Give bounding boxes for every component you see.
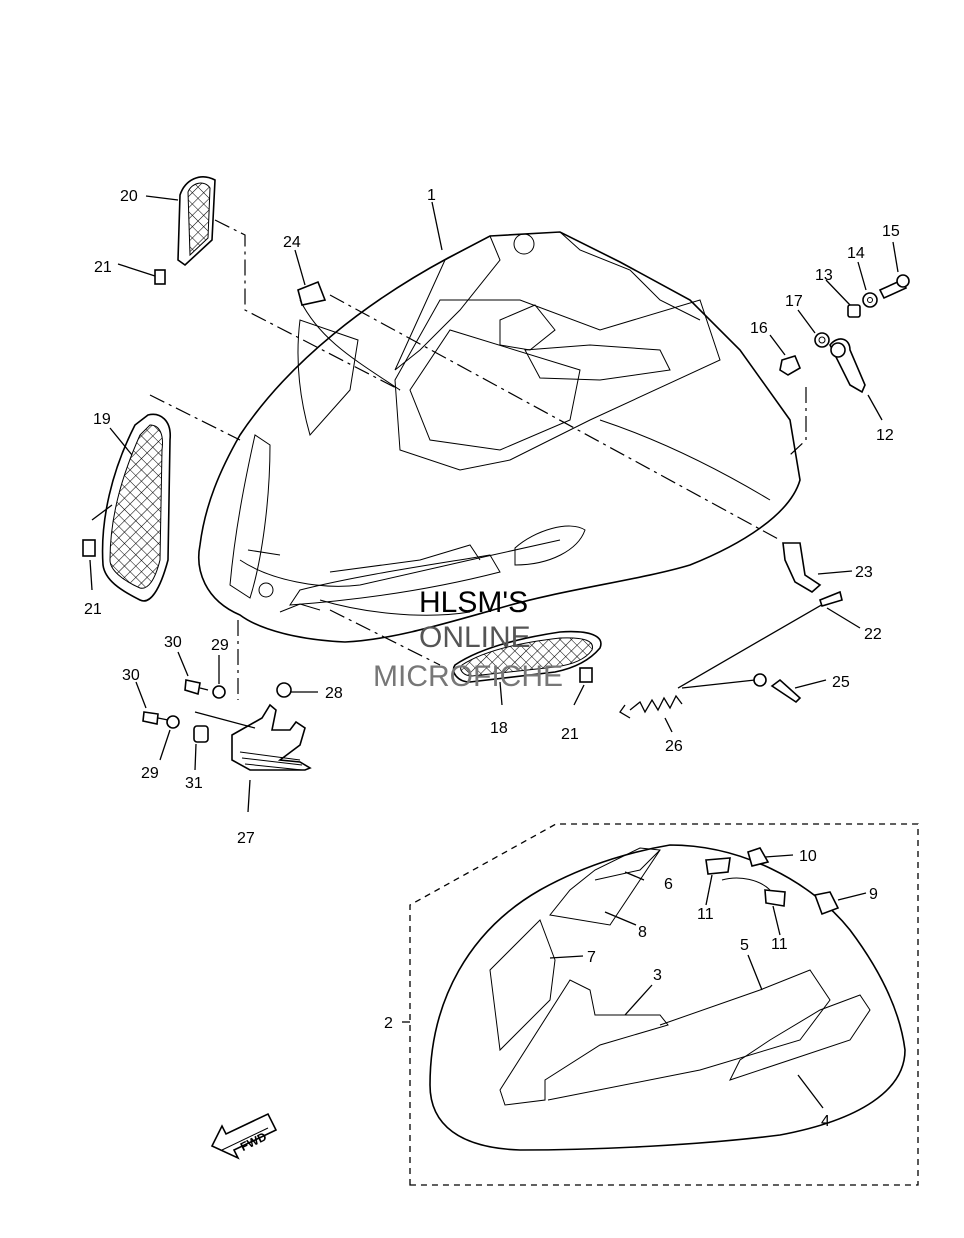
fwd-arrow-icon: FWD bbox=[210, 1112, 278, 1160]
mesh-panel-part-18 bbox=[452, 630, 602, 706]
watermark: HLSM'S ONLINE MICROFICHE bbox=[373, 586, 563, 693]
callout-31: 31 bbox=[185, 775, 203, 792]
watermark-line-2: ONLINE bbox=[419, 621, 531, 654]
callout-30-upper: 30 bbox=[164, 634, 182, 651]
callout-labels: 1 2 3 4 5 6 7 8 9 10 11 11 12 13 14 15 1… bbox=[84, 187, 900, 1130]
lower-cover-part-2 bbox=[402, 823, 919, 1186]
front-cover-part-1 bbox=[198, 231, 801, 643]
callout-15: 15 bbox=[882, 223, 900, 240]
mesh-panel-part-20 bbox=[117, 176, 216, 285]
callout-21-bottom: 21 bbox=[561, 726, 579, 743]
callout-17: 17 bbox=[785, 293, 803, 310]
callout-26: 26 bbox=[665, 738, 683, 755]
bracket-part-23 bbox=[782, 542, 853, 593]
callout-25: 25 bbox=[832, 674, 850, 691]
callout-16: 16 bbox=[750, 320, 768, 337]
watermark-line-1: HLSM'S bbox=[419, 586, 528, 619]
clip-part-25 bbox=[753, 673, 827, 704]
callout-29-upper: 29 bbox=[211, 637, 229, 654]
callout-30-lower: 30 bbox=[122, 667, 140, 684]
spring-part-26 bbox=[619, 679, 756, 733]
callout-3: 3 bbox=[653, 967, 662, 984]
callout-10: 10 bbox=[799, 848, 817, 865]
callout-2: 2 bbox=[384, 1015, 393, 1032]
bracket-part-24 bbox=[294, 249, 327, 306]
callout-29-lower: 29 bbox=[141, 765, 159, 782]
callout-19: 19 bbox=[93, 411, 111, 428]
callout-5: 5 bbox=[740, 937, 749, 954]
bracket-part-27 bbox=[194, 703, 312, 813]
callout-18: 18 bbox=[490, 720, 508, 737]
callout-12: 12 bbox=[876, 427, 894, 444]
callout-9: 9 bbox=[869, 886, 878, 903]
callout-24: 24 bbox=[283, 234, 301, 251]
cable-part-22 bbox=[677, 590, 861, 689]
nut-part-31 bbox=[193, 725, 209, 771]
callout-7: 7 bbox=[587, 949, 596, 966]
nut-part-16 bbox=[769, 334, 802, 376]
callout-14: 14 bbox=[847, 245, 865, 262]
callout-13: 13 bbox=[815, 267, 833, 284]
callout-4: 4 bbox=[821, 1113, 830, 1130]
callout-20: 20 bbox=[120, 188, 138, 205]
callout-23: 23 bbox=[855, 564, 873, 581]
bolt-part-15 bbox=[878, 241, 910, 300]
washer-part-29-upper bbox=[212, 655, 226, 699]
washer-part-29-lower bbox=[159, 715, 180, 761]
washer-part-14 bbox=[857, 261, 878, 308]
callout-21-top: 21 bbox=[94, 259, 112, 276]
stay-part-12 bbox=[829, 338, 883, 421]
bolt-part-28 bbox=[276, 682, 318, 698]
grommet-part-17 bbox=[797, 309, 830, 348]
callout-1: 1 bbox=[427, 187, 436, 204]
bolt-part-30-upper bbox=[177, 651, 209, 696]
watermark-line-3: MICROFICHE bbox=[373, 660, 563, 693]
callout-8: 8 bbox=[638, 924, 647, 941]
callout-11-left: 11 bbox=[697, 906, 714, 923]
callout-28: 28 bbox=[325, 685, 343, 702]
bolt-part-30-lower bbox=[135, 681, 169, 725]
callout-22: 22 bbox=[864, 626, 882, 643]
callout-6: 6 bbox=[664, 876, 673, 893]
mesh-panel-part-19 bbox=[82, 413, 171, 602]
nut-part-13 bbox=[825, 279, 861, 318]
callout-27: 27 bbox=[237, 830, 255, 847]
callout-11-right: 11 bbox=[771, 936, 788, 953]
callout-21-left: 21 bbox=[84, 601, 102, 618]
